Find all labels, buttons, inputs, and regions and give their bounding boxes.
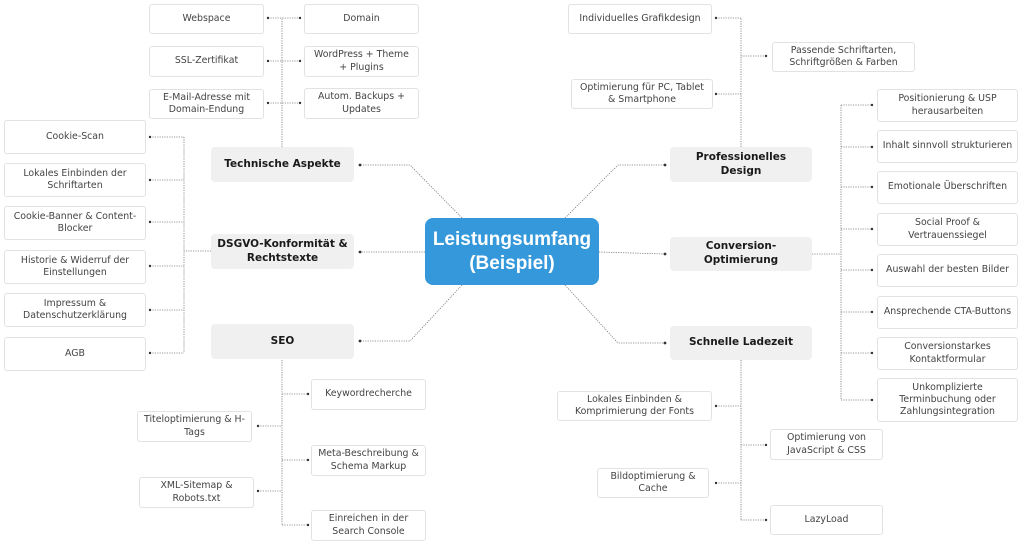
leaf-meta-description[interactable]: Meta-Beschreibung & Schema Markup xyxy=(311,445,426,476)
leaf-search-console[interactable]: Einreichen in der Search Console xyxy=(311,510,426,541)
leaf-imprint[interactable]: Impressum & Datenschutzerklärung xyxy=(4,293,146,327)
leaf-cookie-banner[interactable]: Cookie-Banner & Content-Blocker xyxy=(4,206,146,240)
leaf-wordpress[interactable]: WordPress + Theme + Plugins xyxy=(304,46,419,77)
leaf-ssl[interactable]: SSL-Zertifikat xyxy=(149,46,264,77)
leaf-agb[interactable]: AGB xyxy=(4,337,146,371)
leaf-font-compression[interactable]: Lokales Einbinden & Komprimierung der Fo… xyxy=(557,391,712,421)
leaf-fonts-colors[interactable]: Passende Schriftarten, Schriftgrößen & F… xyxy=(772,42,915,72)
leaf-images[interactable]: Auswahl der besten Bilder xyxy=(877,254,1018,287)
leaf-backups[interactable]: Autom. Backups + Updates xyxy=(304,88,419,119)
leaf-structure[interactable]: Inhalt sinnvoll strukturieren xyxy=(877,130,1018,163)
leaf-contact-form[interactable]: Conversionstarkes Kontaktformular xyxy=(877,337,1018,370)
leaf-booking[interactable]: Unkomplizierte Terminbuchung oder Zahlun… xyxy=(877,378,1018,422)
leaf-image-optimization[interactable]: Bildoptimierung & Cache xyxy=(597,468,709,498)
leaf-headlines[interactable]: Emotionale Überschriften xyxy=(877,171,1018,204)
leaf-local-fonts[interactable]: Lokales Einbinden der Schriftarten xyxy=(4,163,146,197)
leaf-lazyload[interactable]: LazyLoad xyxy=(770,505,883,535)
node-speed[interactable]: Schnelle Ladezeit xyxy=(670,326,812,360)
leaf-xml-sitemap[interactable]: XML-Sitemap & Robots.txt xyxy=(139,477,254,508)
leaf-cta[interactable]: Ansprechende CTA-Buttons xyxy=(877,296,1018,329)
leaf-graphic-design[interactable]: Individuelles Grafikdesign xyxy=(568,4,712,34)
leaf-positioning[interactable]: Positionierung & USP herausarbeiten xyxy=(877,89,1018,122)
node-dsgvo[interactable]: DSGVO-Konformität & Rechtstexte xyxy=(211,234,354,269)
node-conversion[interactable]: Conversion-Optimierung xyxy=(670,237,812,271)
leaf-js-css[interactable]: Optimierung von JavaScript & CSS xyxy=(770,429,883,460)
node-technical-aspects[interactable]: Technische Aspekte xyxy=(211,147,354,182)
leaf-title-optimization[interactable]: Titeloptimierung & H-Tags xyxy=(137,411,252,442)
leaf-domain[interactable]: Domain xyxy=(304,4,419,34)
center-node[interactable]: Leistungsumfang (Beispiel) xyxy=(425,218,599,285)
leaf-cookie-scan[interactable]: Cookie-Scan xyxy=(4,120,146,154)
leaf-webspace[interactable]: Webspace xyxy=(149,4,264,34)
leaf-responsive[interactable]: Optimierung für PC, Tablet & Smartphone xyxy=(571,79,713,109)
leaf-history[interactable]: Historie & Widerruf der Einstellungen xyxy=(4,250,146,284)
leaf-email[interactable]: E-Mail-Adresse mit Domain-Endung xyxy=(149,89,264,119)
leaf-social-proof[interactable]: Social Proof & Vertrauenssiegel xyxy=(877,213,1018,246)
node-seo[interactable]: SEO xyxy=(211,324,354,359)
node-professional-design[interactable]: Professionelles Design xyxy=(670,147,812,182)
leaf-keyword-research[interactable]: Keywordrecherche xyxy=(311,379,426,410)
